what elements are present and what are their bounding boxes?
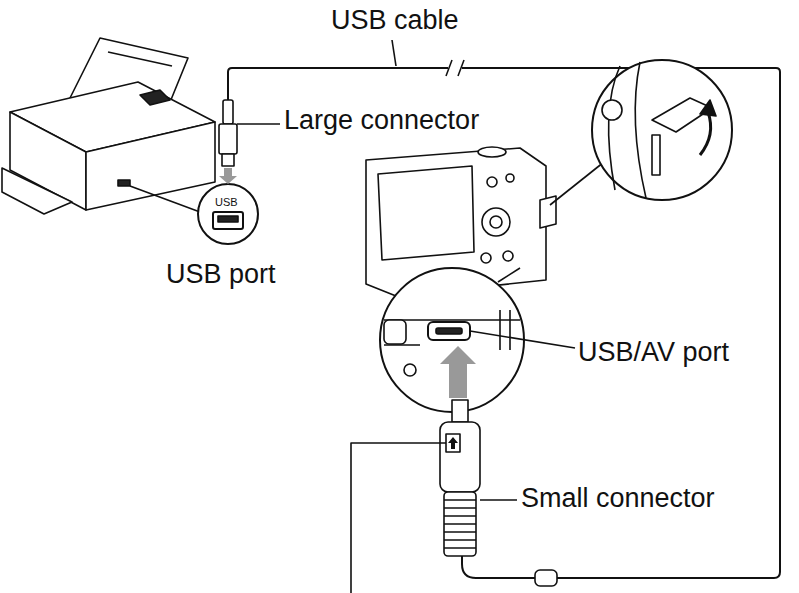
camera-edge [384, 310, 520, 350]
insert-arrow [440, 346, 476, 398]
camera-side [609, 62, 646, 198]
leader-line [237, 123, 280, 125]
connector-grip [444, 492, 476, 556]
camera-button [503, 251, 513, 261]
printer-panel [140, 90, 170, 105]
leader-line [392, 40, 396, 66]
direction-mark-arrow [448, 437, 458, 449]
part-label: USB/AV port [578, 338, 729, 368]
usb-av-port-inner [436, 328, 462, 334]
open-arrow [700, 112, 711, 155]
break-mark [446, 60, 452, 76]
cable-label: USB cable [331, 6, 459, 36]
port-inset [198, 184, 258, 244]
port-marking: USB [215, 196, 238, 208]
break-mark [458, 60, 464, 76]
port-cover [540, 196, 556, 228]
paper-edge [108, 52, 172, 66]
direction-mark [446, 434, 460, 452]
control-dial [490, 216, 502, 228]
usb-port-symbol [213, 212, 243, 229]
leader-line [351, 443, 446, 593]
large-connector [219, 124, 237, 154]
cable-break [448, 60, 462, 76]
leader-line [470, 331, 575, 348]
part-label: USB port [166, 260, 276, 290]
cover-hinge [384, 320, 406, 344]
camera-button [487, 177, 497, 187]
port-inset [380, 268, 524, 412]
small-connector-tip [452, 400, 468, 422]
printer-front [86, 122, 215, 210]
camera-button [602, 100, 622, 120]
printer-port [118, 180, 130, 186]
camera-button [506, 174, 514, 182]
inset-leader [498, 268, 520, 282]
usb-av-port [428, 322, 470, 340]
inset-leader [130, 186, 200, 212]
usb-port-tongue [218, 216, 238, 222]
control-dial [482, 208, 510, 236]
large-connector-tip [222, 154, 234, 166]
leader-line [480, 499, 517, 501]
usb-cable [462, 556, 535, 578]
port-slot [652, 135, 660, 175]
grip-ridges [444, 500, 476, 548]
insert-arrow [219, 168, 237, 184]
side-inset [592, 60, 732, 200]
part-label: Small connector [521, 484, 715, 514]
camera-screw [404, 364, 416, 376]
strain-relief [223, 100, 233, 124]
shutter-button [478, 147, 506, 157]
open-arrow-head [700, 100, 716, 116]
output-tray [2, 168, 72, 214]
ferrite-core [535, 570, 557, 586]
camera-button [481, 253, 491, 263]
camera-screen [378, 166, 474, 260]
part-label: Large connector [284, 106, 479, 136]
small-connector [440, 422, 480, 492]
inset-leader [550, 162, 604, 205]
